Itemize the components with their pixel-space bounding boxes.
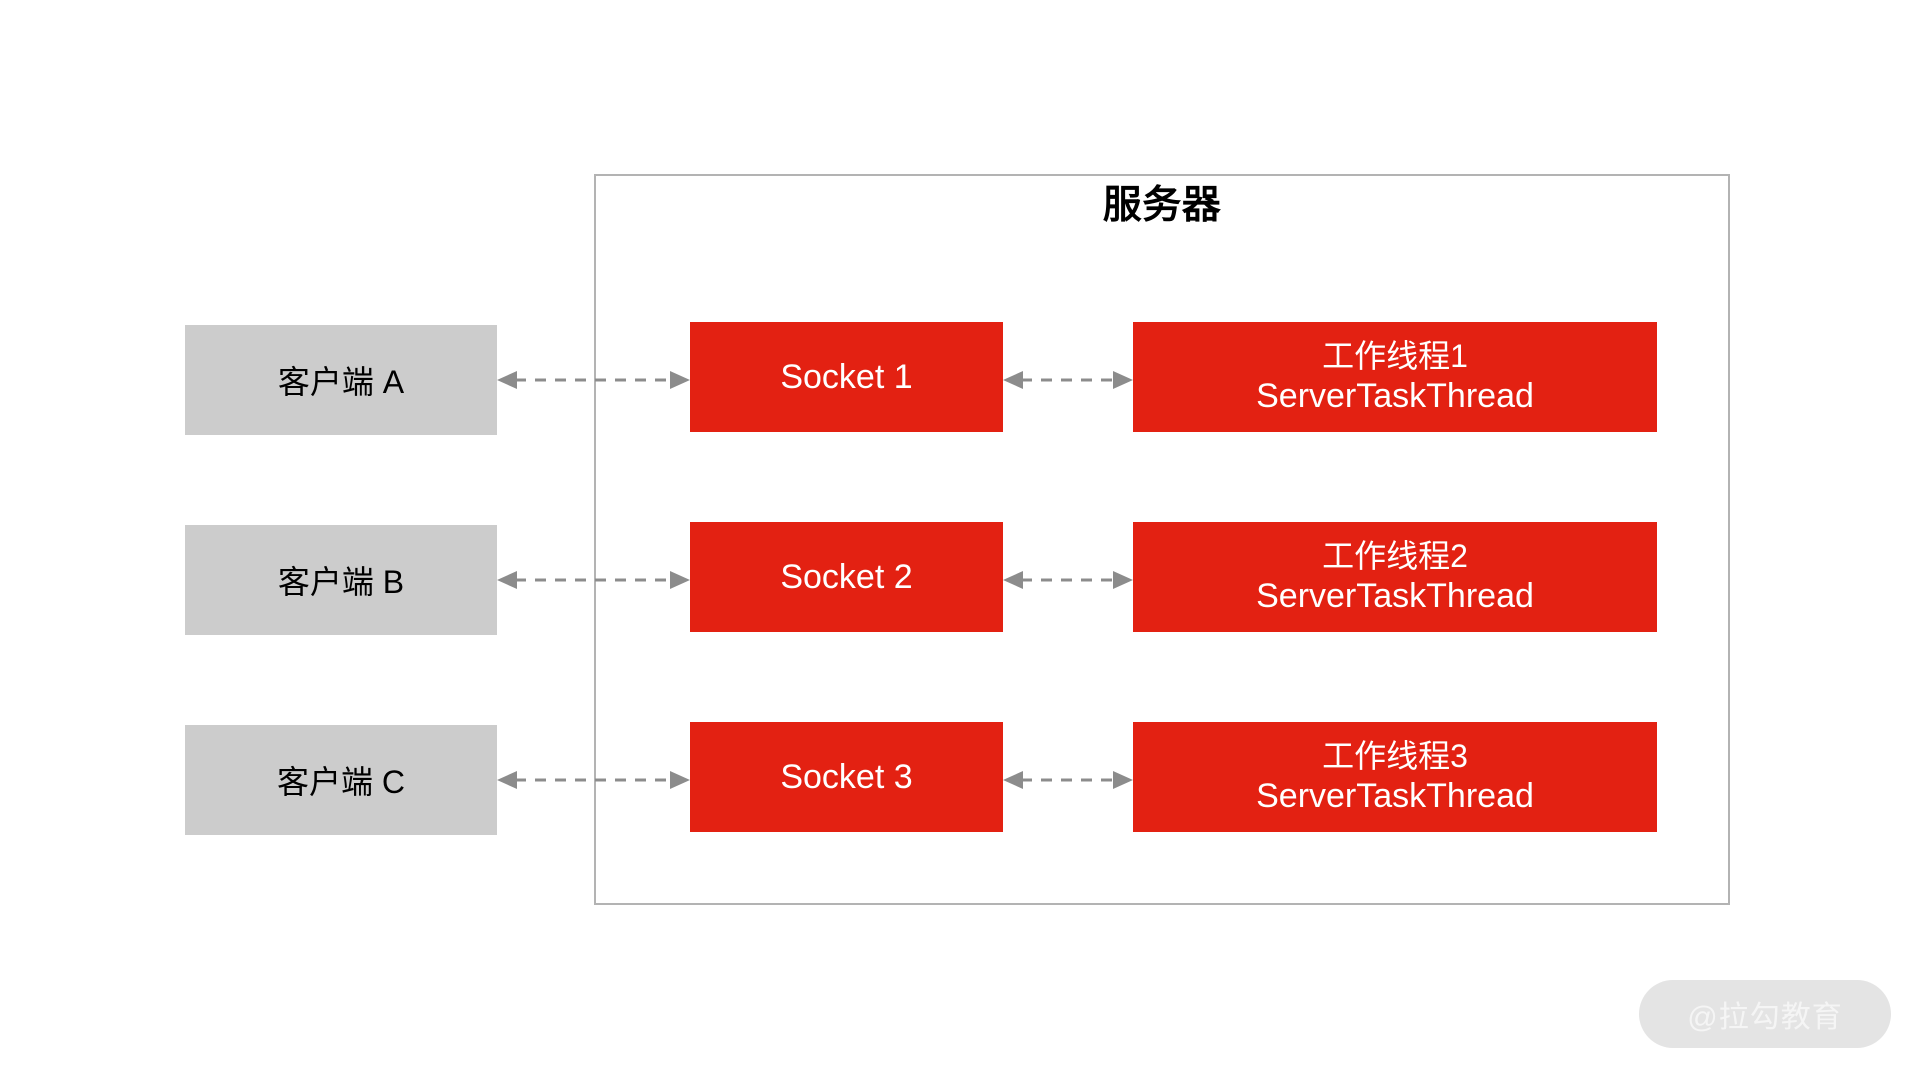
worker-thread-class-1: ServerTaskThread [1256,376,1534,415]
socket-box-1[interactable]: Socket 1 [690,322,1003,432]
client-label-c: 客户端 C [276,764,405,800]
client-box-c[interactable]: 客户端 C [185,725,497,835]
client-label-b: 客户端 B [277,564,405,600]
server-container [594,174,1730,905]
socket-label-3: Socket 3 [780,757,913,796]
worker-thread-box-3[interactable]: 工作线程3 ServerTaskThread [1133,722,1657,832]
socket-label-2: Socket 2 [780,557,913,596]
client-label-a: 客户端 A [277,364,405,400]
socket-label-1: Socket 1 [780,357,913,396]
worker-thread-label-1: 工作线程1 [1322,338,1468,375]
server-title: 服务器 [1102,184,1222,227]
socket-box-3[interactable]: Socket 3 [690,722,1003,832]
worker-thread-box-1[interactable]: 工作线程1 ServerTaskThread [1133,322,1657,432]
watermark-text: @拉勾教育 [1687,1001,1843,1034]
watermark: @拉勾教育 [1639,980,1891,1048]
worker-thread-class-2: ServerTaskThread [1256,576,1534,615]
worker-thread-label-2: 工作线程2 [1322,538,1468,575]
client-box-b[interactable]: 客户端 B [185,525,497,635]
client-box-a[interactable]: 客户端 A [185,325,497,435]
worker-thread-class-3: ServerTaskThread [1256,776,1534,815]
worker-thread-box-2[interactable]: 工作线程2 ServerTaskThread [1133,522,1657,632]
socket-box-2[interactable]: Socket 2 [690,522,1003,632]
worker-thread-label-3: 工作线程3 [1322,738,1468,775]
